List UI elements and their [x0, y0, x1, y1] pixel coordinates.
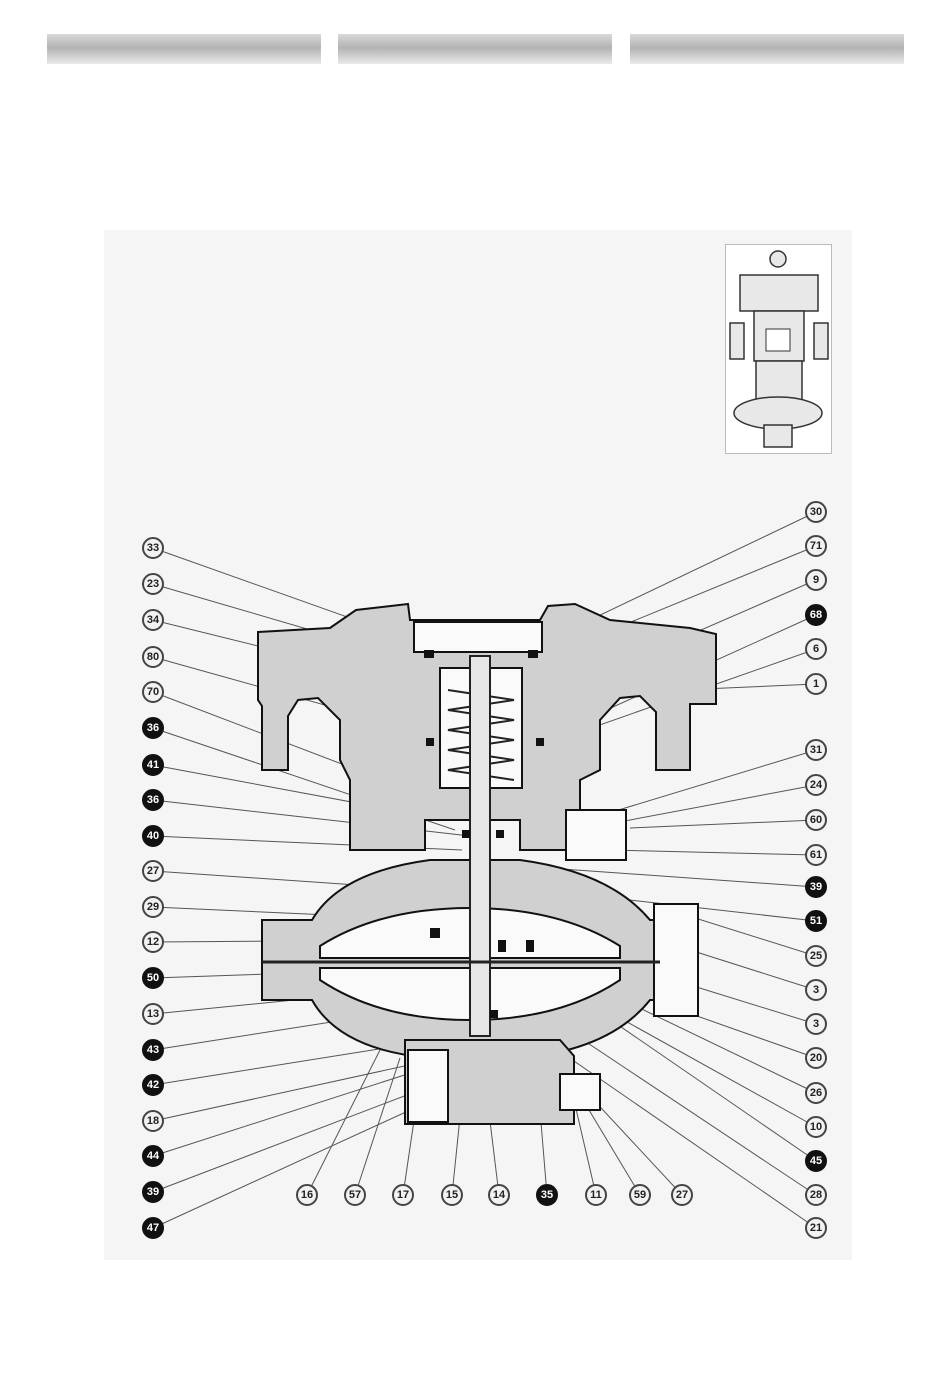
- callout-c-34: 34: [142, 609, 164, 631]
- leader-line-c-24: [598, 785, 816, 826]
- callout-c-20: 20: [805, 1047, 827, 1069]
- callout-c-36a: 36: [142, 717, 164, 739]
- callout-c-23: 23: [142, 573, 164, 595]
- callout-c-36b: 36: [142, 789, 164, 811]
- callout-c-3b: 3: [805, 1013, 827, 1035]
- callout-c-59: 59: [629, 1184, 651, 1206]
- callout-c-12: 12: [142, 931, 164, 953]
- callout-c-43: 43: [142, 1039, 164, 1061]
- leader-line-c-31: [612, 750, 816, 812]
- outlet-fitting: [560, 1074, 600, 1110]
- callout-c-13: 13: [142, 1003, 164, 1025]
- callout-c-57: 57: [344, 1184, 366, 1206]
- callout-c-47: 47: [142, 1217, 164, 1239]
- overview-sketch: [726, 245, 831, 453]
- callout-c-16: 16: [296, 1184, 318, 1206]
- callout-c-42: 42: [142, 1074, 164, 1096]
- callout-c-61: 61: [805, 844, 827, 866]
- callout-c-25: 25: [805, 945, 827, 967]
- callout-c-29: 29: [142, 896, 164, 918]
- callout-c-70: 70: [142, 681, 164, 703]
- leader-line-c-3b: [690, 985, 816, 1024]
- leader-line-c-39a: [153, 1090, 420, 1192]
- callout-c-27a: 27: [142, 860, 164, 882]
- leader-line-c-3a: [690, 950, 816, 990]
- overview-thumbnail: [725, 244, 832, 454]
- callout-c-50: 50: [142, 967, 164, 989]
- lower-left-port: [408, 1050, 448, 1122]
- callout-c-68: 68: [805, 604, 827, 626]
- callout-c-18: 18: [142, 1110, 164, 1132]
- leader-line-c-44: [153, 1070, 420, 1156]
- callout-c-40: 40: [142, 825, 164, 847]
- callout-c-60: 60: [805, 809, 827, 831]
- callout-c-1: 1: [805, 673, 827, 695]
- callout-c-14: 14: [488, 1184, 510, 1206]
- callout-c-27b: 27: [671, 1184, 693, 1206]
- callout-c-17: 17: [392, 1184, 414, 1206]
- callout-c-31: 31: [805, 739, 827, 761]
- callout-c-71: 71: [805, 535, 827, 557]
- callout-c-11: 11: [585, 1184, 607, 1206]
- inlet-fitting: [566, 810, 626, 860]
- leader-line-c-61: [608, 850, 816, 855]
- side-nut: [654, 904, 698, 1016]
- callout-c-26: 26: [805, 1082, 827, 1104]
- callout-c-30: 30: [805, 501, 827, 523]
- callout-c-15: 15: [441, 1184, 463, 1206]
- callout-c-80: 80: [142, 646, 164, 668]
- callout-c-10: 10: [805, 1116, 827, 1138]
- callout-c-51: 51: [805, 910, 827, 932]
- callout-c-39a: 39: [142, 1181, 164, 1203]
- callout-c-33: 33: [142, 537, 164, 559]
- callout-c-44: 44: [142, 1145, 164, 1167]
- callout-c-41: 41: [142, 754, 164, 776]
- callout-c-9: 9: [805, 569, 827, 591]
- leader-line-c-47: [153, 1100, 432, 1228]
- stem: [470, 656, 490, 1036]
- callout-c-39b: 39: [805, 876, 827, 898]
- leader-line-c-57: [355, 1058, 400, 1195]
- callout-c-45: 45: [805, 1150, 827, 1172]
- leader-line-c-60: [630, 820, 816, 828]
- callout-c-6: 6: [805, 638, 827, 660]
- callout-c-3a: 3: [805, 979, 827, 1001]
- callout-c-35: 35: [536, 1184, 558, 1206]
- callout-c-24: 24: [805, 774, 827, 796]
- leader-line-c-18: [153, 1060, 432, 1121]
- callout-c-28: 28: [805, 1184, 827, 1206]
- leader-line-c-16: [307, 1050, 380, 1195]
- top-cap: [414, 622, 542, 652]
- callout-c-21: 21: [805, 1217, 827, 1239]
